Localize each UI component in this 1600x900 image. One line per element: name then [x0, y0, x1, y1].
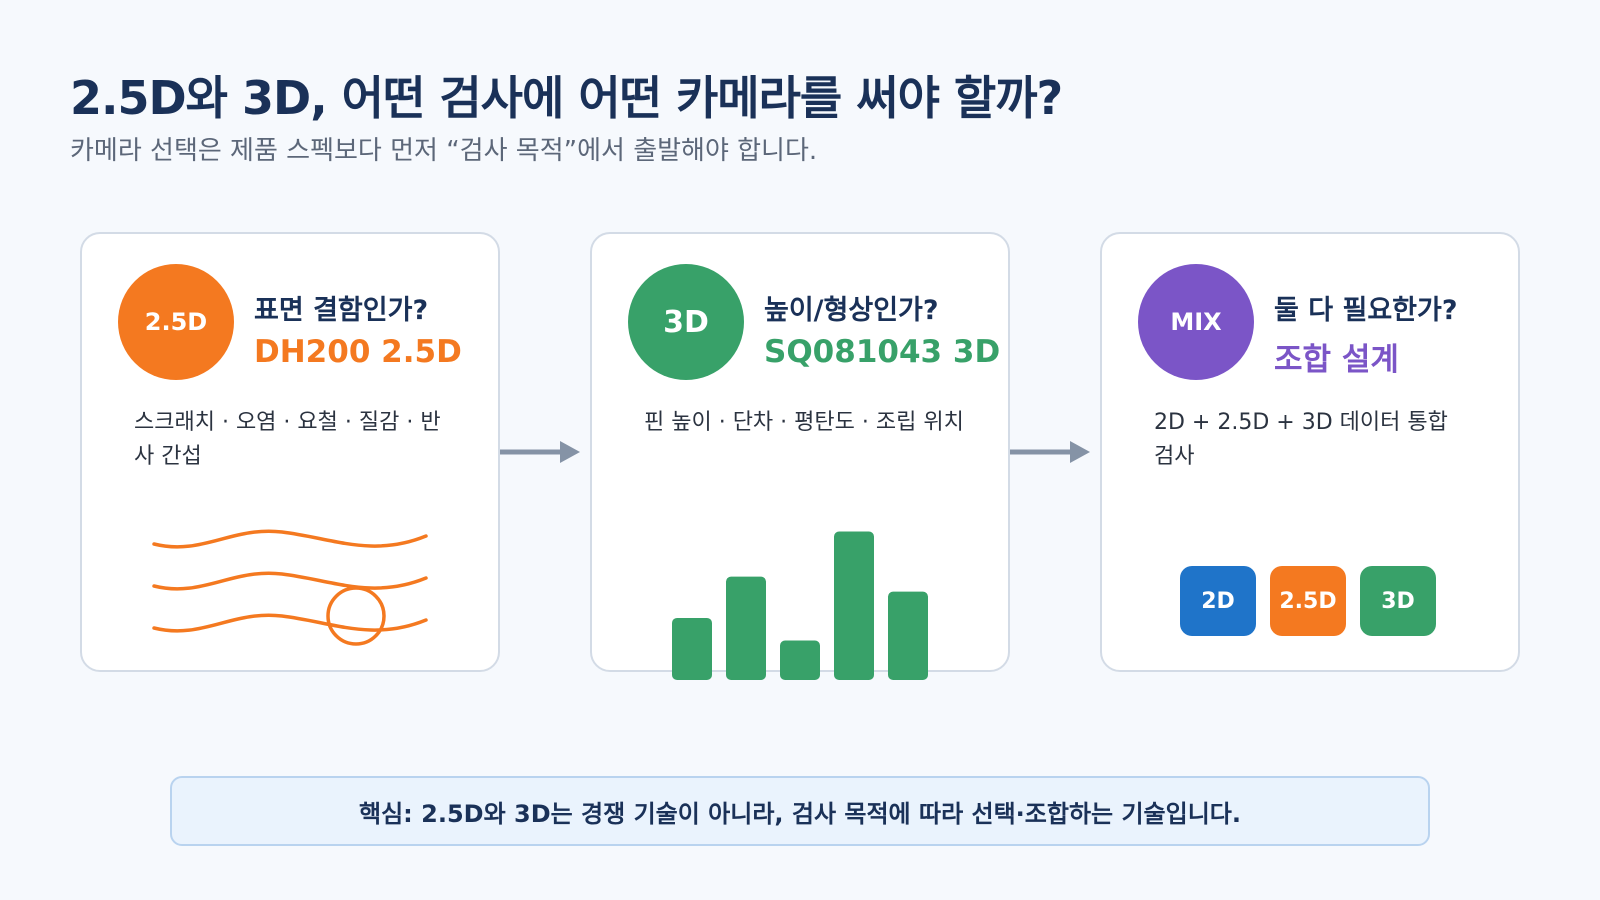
card-3d: 3D 높이/형상인가? SQ081043 3D 핀 높이 · 단차 · 평탄도 … — [590, 232, 1010, 680]
card-2-5d: 2.5D 표면 결함인가? DH200 2.5D 스크래치 · 오염 · 요철 … — [80, 232, 500, 672]
card-product: 조합 설계 — [1274, 342, 1399, 378]
chip-2-5d: 2.5D — [1270, 566, 1346, 636]
tech-chips: 2D 2.5D 3D — [1180, 566, 1436, 636]
card-product: SQ081043 3D — [764, 334, 1001, 370]
badge-2-5d: 2.5D — [118, 264, 234, 380]
card-description: 스크래치 · 오염 · 요철 · 질감 · 반사 간섭 — [134, 410, 441, 469]
arrow-right-icon — [500, 441, 580, 463]
badge-mix: MIX — [1138, 264, 1254, 380]
page-title: 2.5D와 3D, 어떤 검사에 어떤 카메라를 써야 할까? — [70, 71, 1063, 125]
surface-wave-icon — [152, 529, 428, 646]
height-bar — [726, 576, 766, 680]
chip-2d: 2D — [1180, 566, 1256, 636]
key-message-banner: 핵심: 2.5D와 3D는 경쟁 기술이 아니라, 검사 목적에 따라 선택·조… — [170, 776, 1430, 846]
height-bars-icon — [672, 531, 928, 680]
card-question: 표면 결함인가? — [254, 295, 429, 326]
height-bar — [888, 591, 928, 680]
arrow-right-icon — [1010, 441, 1090, 463]
card-description: 2D + 2.5D + 3D 데이터 통합 검사 — [1154, 410, 1448, 469]
card-question: 높이/형상인가? — [764, 295, 939, 326]
page-subtitle: 카메라 선택은 제품 스펙보다 먼저 “검사 목적”에서 출발해야 합니다. — [70, 136, 818, 166]
card-question: 둘 다 필요한가? — [1274, 295, 1458, 326]
card-product: DH200 2.5D — [254, 334, 462, 370]
card-description: 핀 높이 · 단차 · 평탄도 · 조립 위치 — [644, 410, 964, 435]
height-bar — [780, 640, 820, 680]
card-mix: MIX 둘 다 필요한가? 조합 설계 2D + 2.5D + 3D 데이터 통… — [1100, 232, 1520, 672]
badge-3d: 3D — [628, 264, 744, 380]
chip-3d: 3D — [1360, 566, 1436, 636]
height-bar — [672, 617, 712, 680]
height-bar — [834, 531, 874, 680]
